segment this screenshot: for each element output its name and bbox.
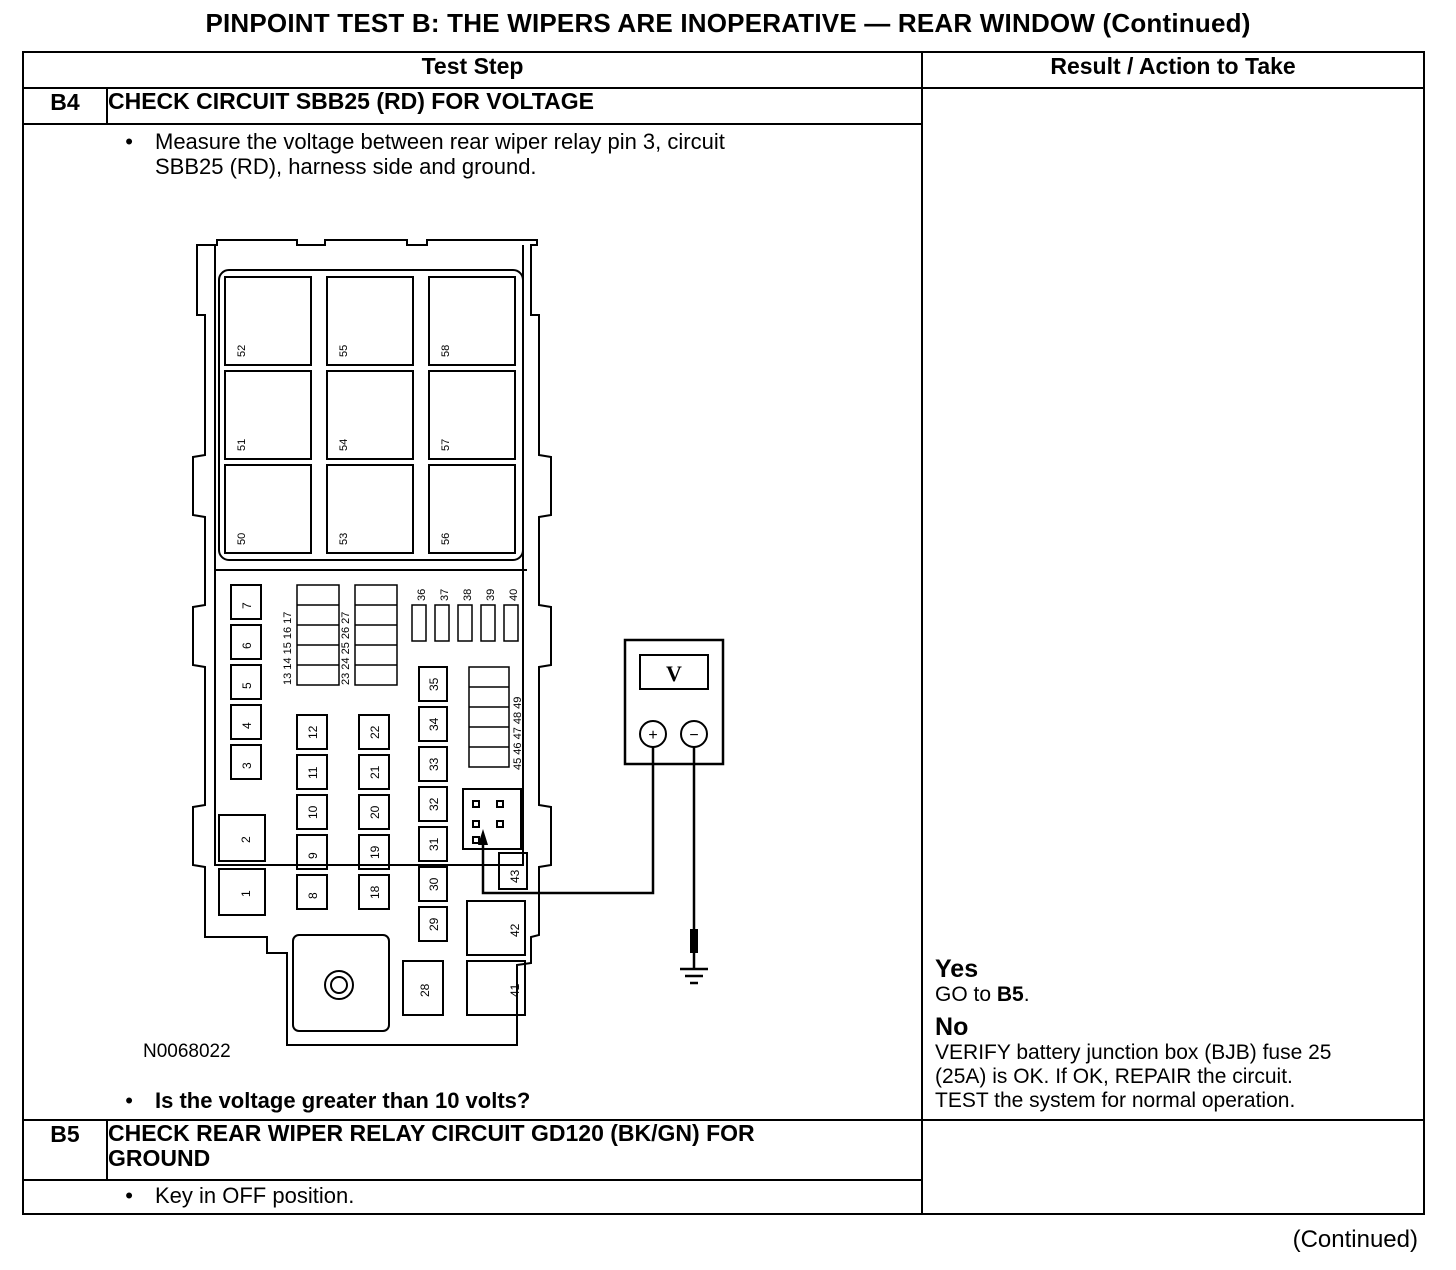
step-id-b4: B4 — [22, 87, 108, 125]
fuse-label: 11 — [306, 766, 320, 779]
fuse-label: 37 — [439, 589, 451, 601]
continued-note: (Continued) — [1292, 1226, 1418, 1253]
step-body-b5: • Key in OFF position. — [107, 1179, 924, 1215]
fuse-label: 3 — [240, 762, 254, 769]
voltmeter-symbol: V — [666, 661, 682, 686]
relay-label: 56 — [440, 533, 452, 545]
no-label: No — [935, 1013, 969, 1041]
fuse-label: 41 — [508, 983, 522, 997]
fuse-label: 40 — [508, 589, 520, 601]
rear-wiper-relay-socket — [462, 788, 522, 850]
fuse-label: 19 — [368, 845, 382, 859]
minifuse-label: 13 14 15 16 17 — [282, 612, 294, 685]
blank-cell — [22, 1179, 107, 1215]
junction-box-diagram: 52 55 58 51 54 57 50 53 56 — [143, 239, 725, 1062]
fuse-label: 8 — [306, 892, 320, 899]
fuse-label: 34 — [427, 717, 441, 731]
no-action-line: TEST the system for normal operation. — [935, 1089, 1296, 1112]
fuse-label: 18 — [368, 885, 382, 899]
fuse-label: 38 — [462, 589, 474, 601]
result-cell-b5 — [921, 1119, 1426, 1215]
relay-label: 55 — [338, 345, 350, 357]
fuse-label: 39 — [485, 589, 497, 601]
fuse-label: 12 — [306, 725, 320, 739]
header-test-step: Test Step — [21, 51, 924, 89]
relay-label: 53 — [338, 533, 350, 545]
fuse-label: 7 — [240, 602, 254, 609]
fuse-label: 43 — [508, 869, 522, 883]
bullet-question: • Is the voltage greater than 10 volts? — [125, 1088, 531, 1113]
relay-grid — [224, 276, 516, 554]
no-action-line: VERIFY battery junction box (BJB) fuse 2… — [935, 1041, 1332, 1064]
bullet-measure: • Measure the voltage between rear wiper… — [125, 129, 725, 179]
fuse-label: 9 — [306, 852, 320, 859]
minus-terminal: − — [689, 727, 698, 744]
relay-label: 57 — [440, 439, 452, 451]
fuse-label: 31 — [427, 837, 441, 851]
fuse-label: 42 — [508, 923, 522, 937]
header-result-action: Result / Action to Take — [921, 51, 1426, 89]
step-title-b5: CHECK REAR WIPER RELAY CIRCUIT GD120 (BK… — [105, 1119, 924, 1181]
voltmeter: V + − — [623, 638, 725, 766]
fuse-label: 30 — [427, 877, 441, 891]
minifuse-label: 23 24 25 26 27 — [340, 612, 352, 685]
ground-symbol — [680, 953, 708, 985]
yes-action: GO to B5. — [935, 983, 1030, 1006]
relay-label: 58 — [440, 345, 452, 357]
relay-label: 54 — [338, 439, 350, 451]
blank-cell — [22, 123, 107, 1121]
fuse-label: 5 — [240, 682, 254, 689]
relay-label: 51 — [236, 439, 248, 451]
fuse-label: 20 — [368, 805, 382, 819]
step-body-b4: • Measure the voltage between rear wiper… — [107, 123, 924, 1121]
bullet-key-off: • Key in OFF position. — [125, 1183, 355, 1208]
step-id-b5: B5 — [22, 1119, 108, 1181]
pinpoint-test-table: Test Step Result / Action to Take B4 CHE… — [21, 51, 1426, 1215]
yes-label: Yes — [935, 955, 979, 983]
fuse-label: 35 — [427, 677, 441, 691]
fuse-label: 1 — [239, 890, 253, 897]
fuse-label: 28 — [418, 983, 432, 997]
fuse-label: 4 — [240, 722, 254, 729]
page-title: PINPOINT TEST B: THE WIPERS ARE INOPERAT… — [205, 8, 1251, 38]
fuse-label: 10 — [306, 805, 320, 819]
result-cell-b4: Yes GO to B5. No VERIFY battery junction… — [921, 87, 1426, 1121]
no-action-line: (25A) is OK. If OK, REPAIR the circuit. — [935, 1065, 1293, 1088]
fuse-label: 22 — [368, 725, 382, 739]
figure-id: N0068022 — [143, 1041, 231, 1062]
fuse-label: 21 — [368, 765, 382, 779]
fuse-label: 36 — [416, 589, 428, 601]
minifuse-label: 45 46 47 48 49 — [512, 697, 524, 770]
fuse-label: 2 — [239, 836, 253, 843]
plus-terminal: + — [648, 727, 657, 744]
fuse-label: 32 — [427, 797, 441, 811]
relay-label: 50 — [236, 533, 248, 545]
result-b4: Yes GO to B5. No VERIFY battery junction… — [935, 955, 1417, 1113]
fuse-label: 33 — [427, 757, 441, 771]
fuse-label: 29 — [427, 917, 441, 931]
fuse-label: 6 — [240, 642, 254, 649]
step-title-b4: CHECK CIRCUIT SBB25 (RD) FOR VOLTAGE — [105, 87, 924, 125]
relay-label: 52 — [236, 345, 248, 357]
